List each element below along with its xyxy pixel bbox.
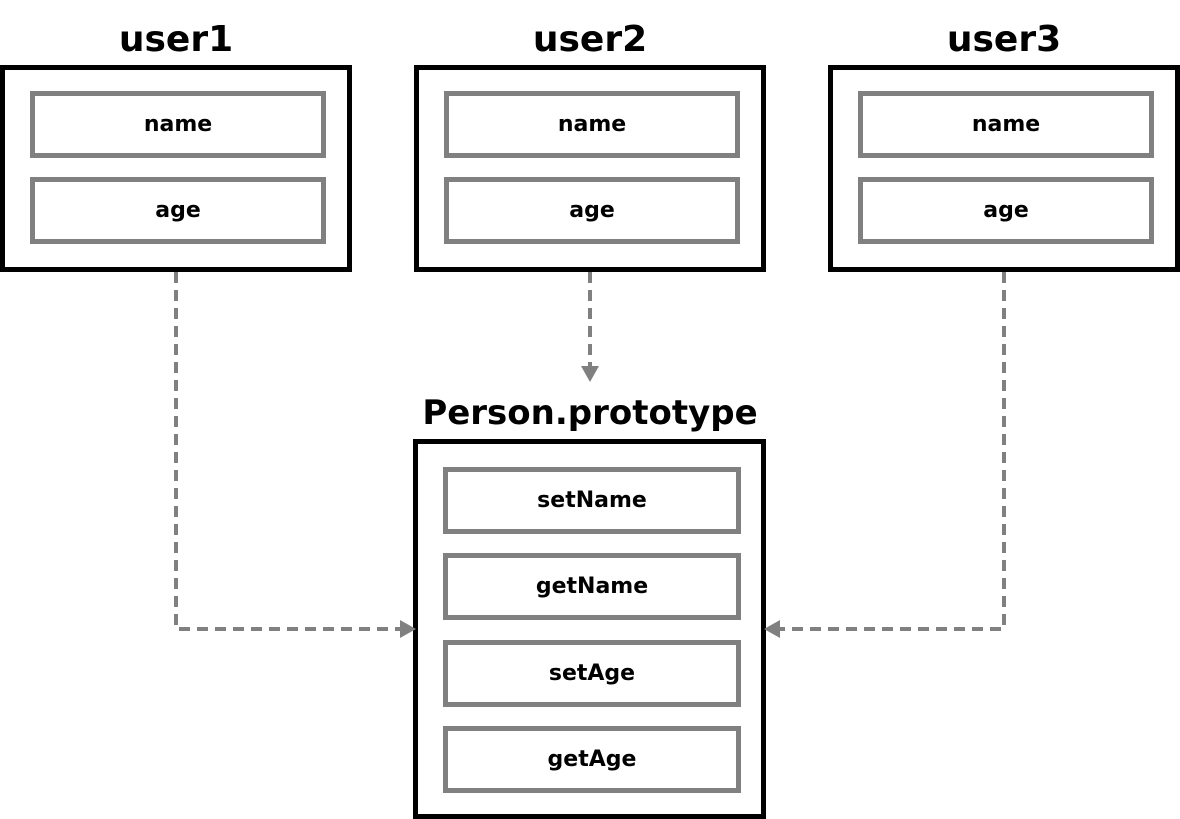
- prototype-method-setage: setAge: [443, 640, 741, 707]
- user1-field-age: age: [30, 177, 326, 244]
- prototype-method-getname: getName: [443, 553, 741, 620]
- user3-title: user3: [946, 19, 1062, 60]
- user2-title: user2: [532, 19, 648, 60]
- prototype-method-getage: getAge: [443, 726, 741, 793]
- prototype-box: setName getName setAge getAge: [413, 439, 766, 819]
- user3-field-age: age: [858, 177, 1154, 244]
- user1-field-name: name: [30, 91, 326, 158]
- user3-box: name age: [828, 65, 1180, 272]
- user2-field-age: age: [444, 177, 740, 244]
- user3-to-prototype-arrow: [776, 272, 1006, 631]
- user2-box: name age: [414, 65, 766, 272]
- user1-box: name age: [0, 65, 352, 272]
- user1-to-prototype-arrow: [174, 272, 404, 631]
- user3-arrowhead-icon: [764, 620, 780, 638]
- prototype-method-setname: setName: [443, 467, 741, 534]
- prototype-title: Person.prototype: [422, 393, 758, 433]
- user2-arrowhead-icon: [581, 366, 599, 382]
- user2-field-name: name: [444, 91, 740, 158]
- user3-field-name: name: [858, 91, 1154, 158]
- user1-title: user1: [118, 19, 234, 60]
